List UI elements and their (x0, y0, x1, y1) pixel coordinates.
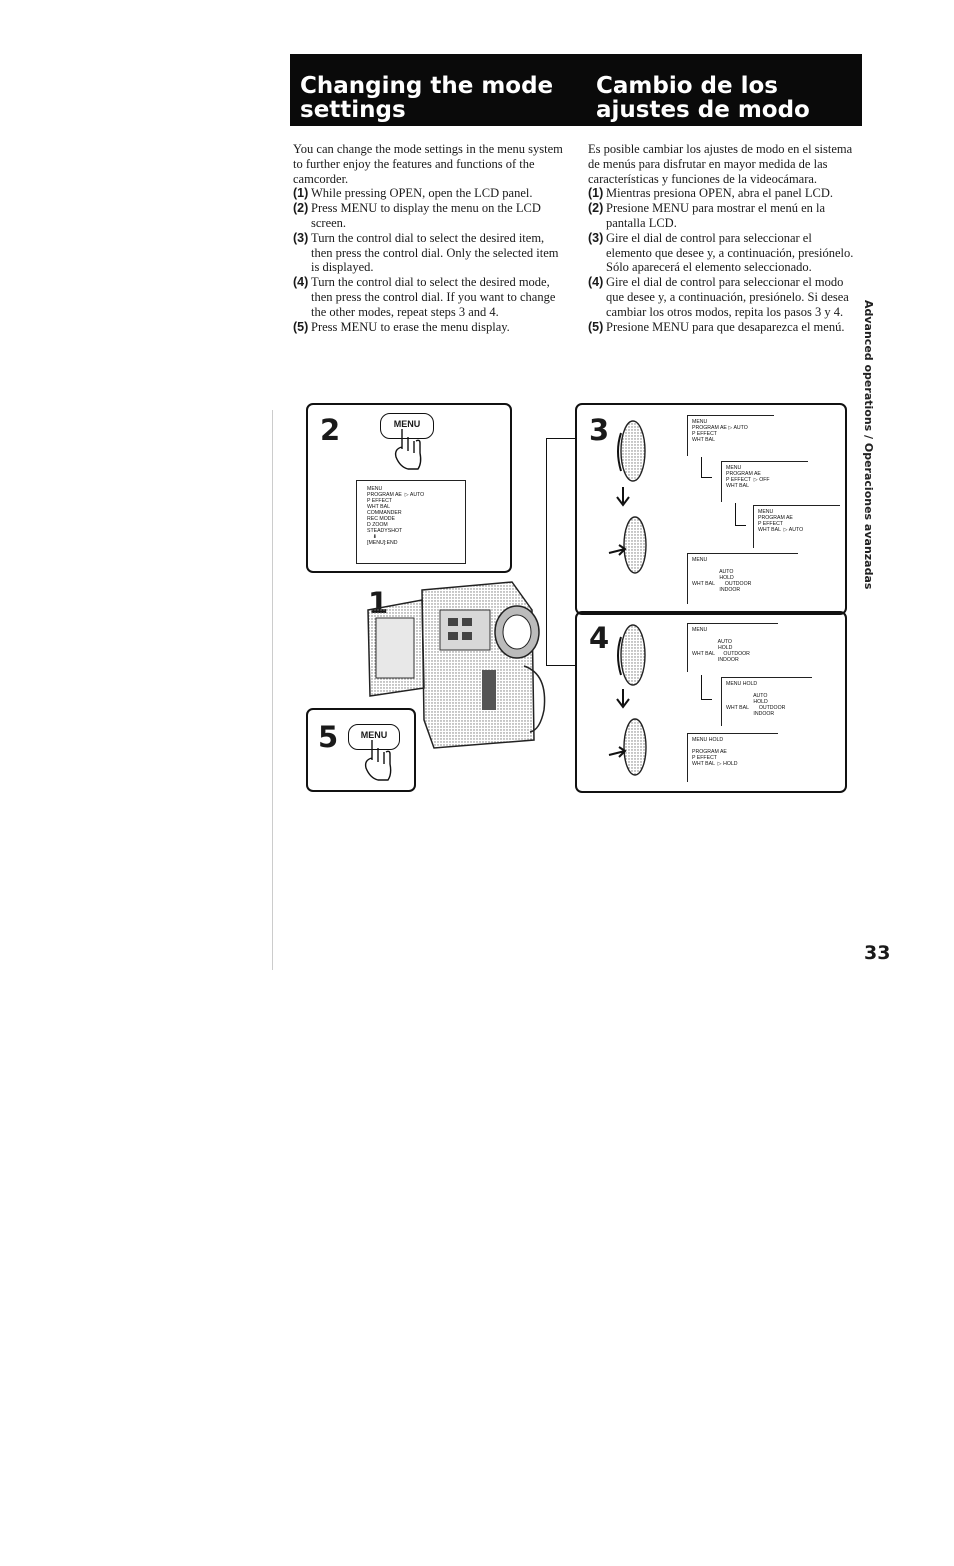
step-number-5: 5 (318, 720, 339, 754)
lcd-menu-screen: MENU PROGRAM AE ▷ AUTO P EFFECT WHT BAL … (356, 480, 466, 564)
flow-arrow (701, 675, 712, 700)
control-dial-icon (608, 624, 647, 776)
menu-screen: MENU PROGRAM AE ▷ AUTO P EFFECT WHT BAL (687, 415, 774, 456)
step-5-panel: 5 MENU (306, 708, 416, 792)
spanish-intro: Es posible cambiar los ajustes de modo e… (588, 142, 853, 186)
spanish-step: (4)Gire el dial de control para seleccio… (588, 275, 849, 319)
spanish-step: (3)Gire el dial de control para seleccio… (588, 230, 854, 275)
step-2-panel: 2 MENU MENU PROGRAM AE ▷ AUTO P EFFECT W… (306, 403, 512, 573)
menu-button-5: MENU (348, 724, 400, 750)
english-step: (5)Press MENU to erase the menu display. (293, 319, 510, 334)
step-number-2: 2 (320, 413, 341, 447)
menu-screen: MENU PROGRAM AE P EFFECT WHT BAL ▷ AUTO (753, 505, 840, 548)
english-intro: You can change the mode settings in the … (293, 142, 563, 186)
english-step: (4)Turn the control dial to select the d… (293, 275, 556, 319)
title-english: Changing the mode settings (300, 73, 554, 123)
flow-arrow (701, 457, 712, 478)
menu-screen: MENU HOLD PROGRAM AE P EFFECT WHT BAL ▷ … (687, 733, 778, 782)
step-3-panel: 3 MENU PROGRAM AE ▷ AUTO P EFFECT WHT BA… (575, 403, 847, 615)
camcorder-illustration (367, 581, 546, 749)
spanish-step: (1)Mientras presiona OPEN, abra el panel… (588, 186, 834, 201)
english-column: You can change the mode settings in the … (293, 142, 567, 334)
spanish-step: (2)Presione MENU para mostrar el menú en… (588, 201, 826, 230)
english-step: (2)Press MENU to display the menu on the… (293, 201, 541, 230)
connector-line (546, 438, 577, 666)
title-bar: Changing the mode settings Cambio de los… (290, 54, 862, 126)
menu-screen: MENU AUTO HOLD WHT BAL OUTDOOR INDOOR (687, 553, 798, 604)
english-step: (1)While pressing OPEN, open the LCD pan… (293, 186, 533, 201)
control-dial-icon (608, 420, 647, 574)
flow-arrow (735, 503, 746, 526)
step-4-panel: 4 MENU AUTO HOLD WHT BAL OUTDOOR INDOOR … (575, 611, 847, 793)
scan-artifact-line (272, 410, 273, 970)
pointing-hand-icon (394, 429, 422, 470)
pointing-hand-icon (364, 740, 392, 781)
menu-button: MENU (380, 413, 434, 439)
side-section-label: Advanced operations / Operaciones avanza… (862, 300, 875, 590)
step-number-3: 3 (589, 413, 610, 447)
menu-screen: MENU HOLD AUTO HOLD WHT BAL OUTDOOR INDO… (721, 677, 812, 726)
menu-screen: MENU PROGRAM AE P EFFECT ▷ OFF WHT BAL (721, 461, 808, 502)
page-number: 33 (864, 942, 891, 964)
spanish-column: Es posible cambiar los ajustes de modo e… (588, 142, 860, 334)
title-spanish: Cambio de los ajustes de modo (596, 73, 810, 123)
step-number-4: 4 (589, 621, 610, 655)
english-step: (3)Turn the control dial to select the d… (293, 230, 559, 275)
spanish-step: (5)Presione MENU para que desaparezca el… (588, 319, 845, 334)
menu-screen: MENU AUTO HOLD WHT BAL OUTDOOR INDOOR (687, 623, 778, 672)
